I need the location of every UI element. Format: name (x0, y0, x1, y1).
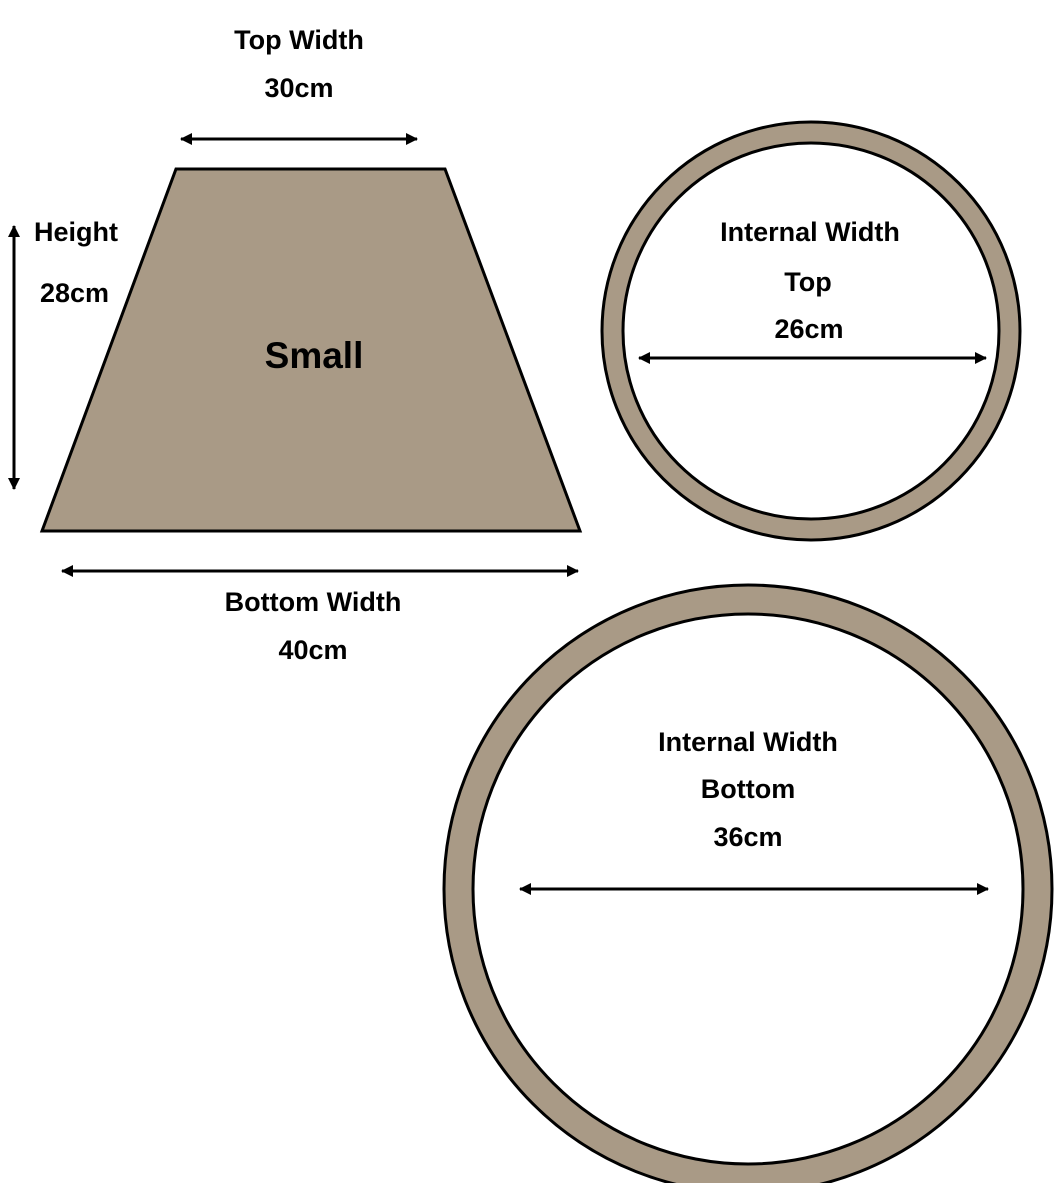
top-ring-position: Top (784, 267, 831, 297)
shade-name: Small (265, 335, 364, 376)
shade-trapezoid (39, 167, 583, 533)
top-ring-value: 26cm (774, 314, 843, 344)
bottom-width-label: Bottom Width (225, 587, 402, 617)
bottom-width-value: 40cm (278, 635, 347, 665)
bottom-ring-title: Internal Width (658, 727, 838, 757)
top-width-value: 30cm (264, 73, 333, 103)
bottom-ring-value: 36cm (713, 822, 782, 852)
top-ring: Internal Width Top 26cm (600, 120, 1022, 542)
height-value: 28cm (40, 278, 109, 308)
bottom-ring: Internal Width Bottom 36cm (442, 583, 1054, 1183)
top-ring-inner (621, 141, 1001, 521)
top-width-label: Top Width (234, 25, 364, 55)
top-ring-title: Internal Width (720, 217, 900, 247)
bottom-ring-position: Bottom (701, 774, 795, 804)
height-label: Height (34, 217, 118, 247)
